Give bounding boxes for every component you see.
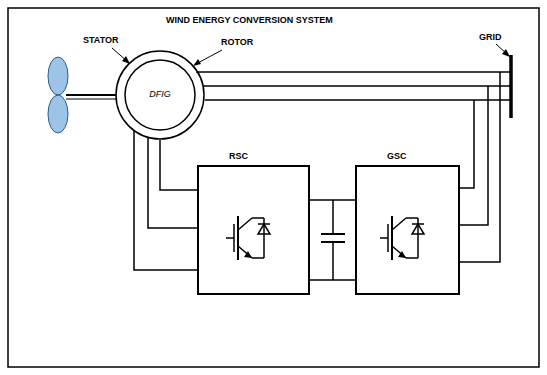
title: WIND ENERGY CONVERSION SYSTEM [165,16,334,26]
converter-box: RSC [197,165,310,295]
wire-connector [160,140,197,190]
capacitor [321,233,345,235]
blade [48,95,68,133]
arrowhead [502,49,510,57]
capacitor [332,200,334,234]
converter-label: RSC [229,152,248,162]
igbt-symbol [226,216,270,260]
grid-wire [460,100,474,188]
wire-line [160,140,197,190]
rotor-wire [134,130,197,270]
converter-label: GSC [387,152,407,162]
stator-line [205,99,510,101]
part-label: ROTOR [220,38,254,48]
stator-line [203,85,510,87]
circle-ring [125,60,195,130]
arrowhead [193,59,201,66]
leader-line [196,50,222,64]
part-label: STATOR [82,36,120,46]
capacitor [332,242,334,280]
grid-bus [509,55,513,118]
generator-circle: DFIG [115,50,205,140]
part-label: GRID [478,33,503,43]
wire-line [310,199,355,201]
circle-ring [116,51,204,139]
frame [8,8,539,367]
arrowhead [122,56,130,64]
shaft [66,99,116,100]
rotor-wire [148,138,197,228]
shaft [66,94,116,96]
igbt-symbol [380,216,424,260]
generator-label: DFIG [149,90,171,100]
blade [48,57,68,95]
wire-connector [310,200,355,201]
grid-wire [460,86,488,225]
stator-line [196,71,510,73]
converter-box: GSC [355,165,460,295]
grid-wire [460,72,500,262]
